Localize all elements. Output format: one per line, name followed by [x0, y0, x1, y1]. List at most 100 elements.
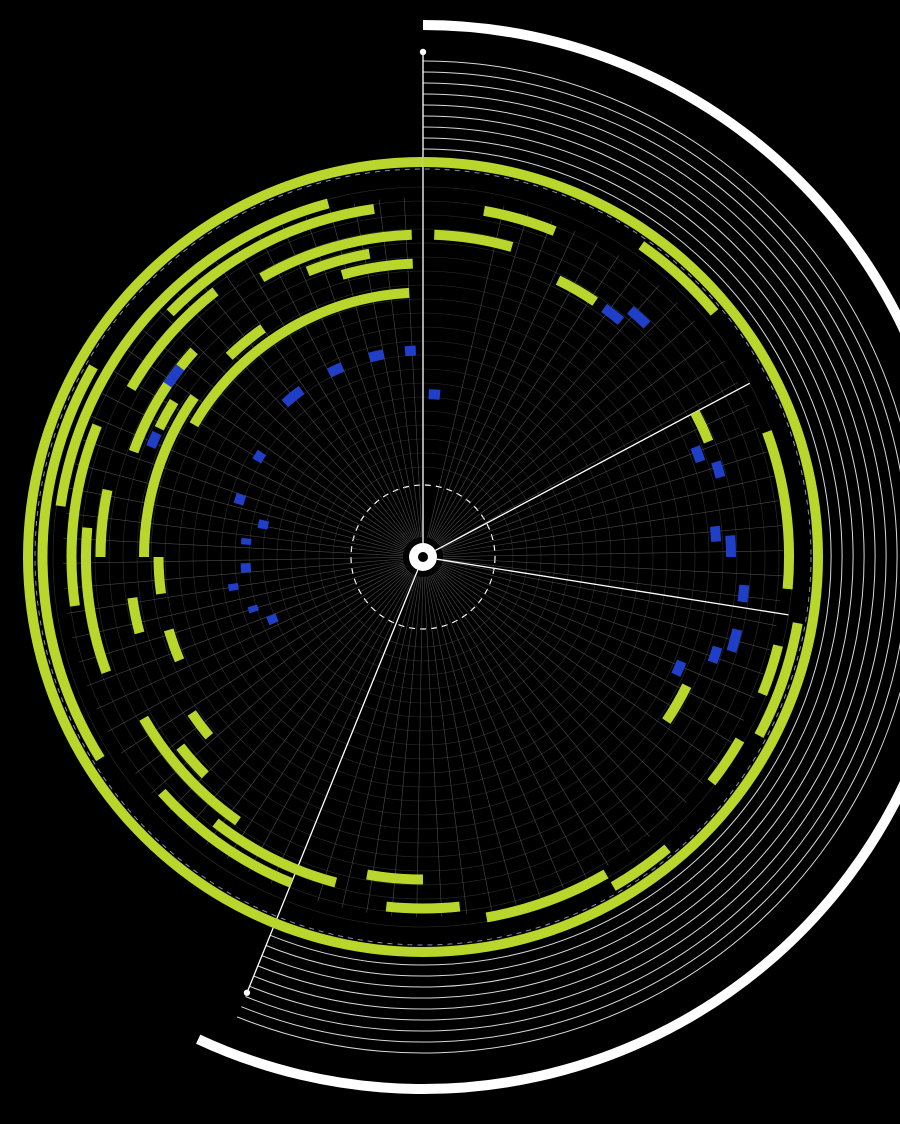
spoke-line [436, 571, 669, 821]
spoke-line [438, 340, 711, 546]
spoke-line [403, 197, 423, 538]
primary-segment [340, 258, 413, 280]
primary-segment [485, 869, 609, 923]
primary-segment [366, 869, 423, 885]
spoke-line [259, 236, 415, 540]
primary-segment [66, 423, 102, 607]
spoke-line [206, 572, 412, 845]
spoke-line [437, 570, 687, 803]
outer-rings-layer [196, 20, 900, 1094]
spoke-line [248, 574, 414, 873]
secondary-segment [368, 349, 385, 363]
secondary-segment [146, 430, 162, 449]
outer-dashed-ring [34, 168, 812, 946]
primary-segment [225, 324, 266, 360]
spoke-line [120, 567, 407, 754]
secondary-segment [428, 389, 441, 400]
secondary-segment [233, 492, 247, 506]
spoke-line [442, 475, 774, 553]
inner-dashed-ring [350, 484, 496, 630]
spoke-line [431, 230, 576, 540]
outer-thin-arc [269, 148, 832, 966]
outer-thin-arc [257, 115, 865, 999]
primary-segment [163, 628, 185, 663]
spoke-line [416, 576, 423, 917]
spoke-line [442, 525, 782, 556]
secondary-segment [671, 659, 687, 678]
spoke-end-dot [243, 989, 251, 996]
primary-segment [81, 527, 112, 674]
outer-thin-arc [261, 126, 854, 988]
primary-segment [176, 743, 209, 779]
center-hub-layer [409, 543, 437, 571]
secondary-segment [726, 628, 743, 653]
spoke-line [75, 463, 404, 553]
spoke-line [159, 311, 409, 544]
spoke-line [439, 568, 719, 764]
spoke-line [442, 561, 771, 651]
spoke-line [177, 293, 410, 543]
spoke-line [427, 206, 505, 538]
secondary-segment [711, 460, 726, 479]
spoke-line [69, 488, 404, 554]
spoke-line [341, 576, 419, 908]
secondary-segment [163, 364, 185, 388]
spoke-line [86, 563, 405, 687]
primary-segment [707, 737, 745, 786]
secondary-segment [707, 645, 723, 665]
center-hub-inner [418, 552, 428, 562]
secondary-segment [257, 519, 270, 530]
primary-segment [690, 410, 714, 444]
outer-thin-arc [265, 137, 843, 977]
spoke-line [435, 572, 650, 837]
spoke-line [196, 277, 411, 542]
spoke-line [72, 561, 404, 639]
secondary-segment [247, 604, 259, 614]
secondary-segment [725, 535, 736, 557]
primary-segment [757, 644, 783, 696]
spoke-line [107, 566, 406, 732]
spoke-line [366, 576, 421, 913]
primary-segment [434, 229, 514, 252]
spoke-line [433, 573, 609, 866]
primary-segment [555, 275, 599, 306]
primary-segment [762, 430, 794, 590]
spoke-line [425, 576, 468, 915]
segments-layer [22, 157, 823, 958]
spoke-line [186, 571, 411, 829]
secondary-segment [690, 445, 706, 464]
spoke-line [439, 360, 726, 547]
primary-segment [385, 901, 461, 914]
spoke-line [430, 575, 564, 889]
spoke-line [442, 559, 781, 602]
spoke-line [442, 560, 777, 626]
secondary-segment [601, 303, 625, 325]
secondary-segment [252, 449, 267, 464]
primary-segment [610, 844, 671, 891]
spoke-line [428, 212, 529, 538]
spoke-line [391, 576, 422, 916]
grid-layer [34, 168, 812, 946]
primary-segment [166, 203, 375, 317]
secondary-segment [281, 385, 305, 408]
spoke-line [64, 558, 404, 589]
spoke-line [426, 576, 492, 911]
spoke-line [434, 573, 630, 853]
spoke-line [216, 261, 412, 541]
spoke-line [63, 537, 404, 557]
spoke-line [282, 225, 416, 539]
spoke-line [135, 568, 408, 774]
primary-segment [139, 394, 199, 557]
outer-thick-arc [196, 20, 900, 1094]
outer-thin-arc [237, 60, 900, 1054]
spoke-line [317, 576, 418, 902]
primary-segment [158, 788, 294, 888]
spoke-line [437, 320, 695, 545]
primary-segment [153, 557, 167, 595]
spoke-line [96, 565, 406, 710]
spoke-line [427, 576, 517, 905]
primary-segment [212, 818, 338, 888]
primary-segment [662, 683, 692, 724]
secondary-segment [709, 525, 722, 542]
spoke-line [270, 574, 415, 884]
